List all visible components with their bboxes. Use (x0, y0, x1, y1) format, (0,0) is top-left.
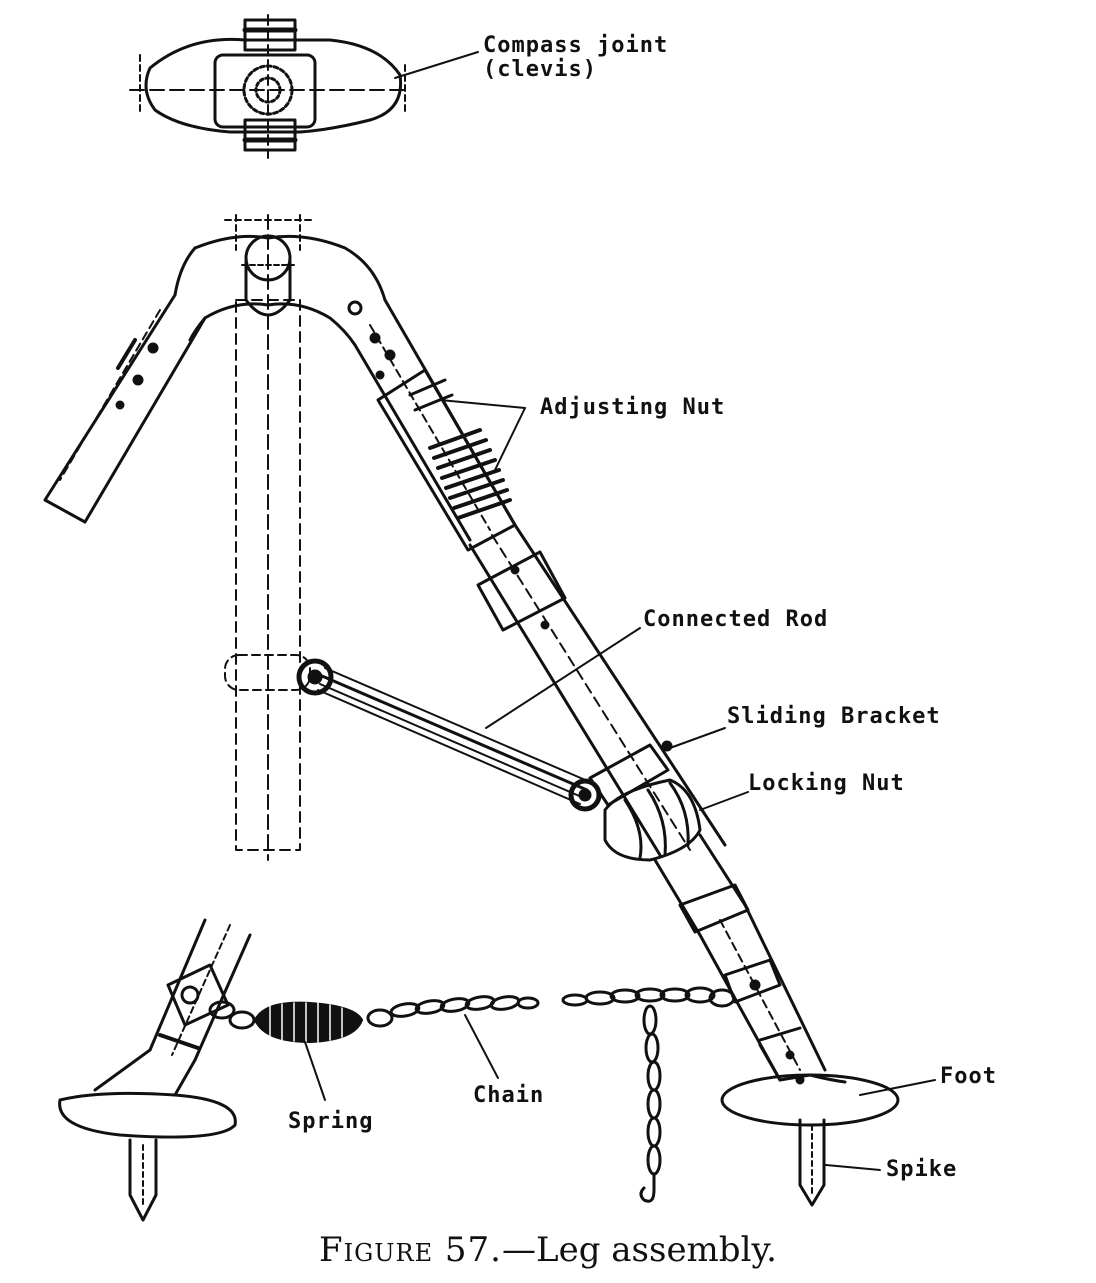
right-foot (720, 1043, 936, 1207)
right-leg (353, 298, 827, 1085)
connected-rod (296, 627, 641, 812)
left-foot (58, 918, 252, 1222)
compass-joint-clevis (129, 14, 479, 159)
compass-joint-label: Compass joint (clevis) (483, 33, 669, 83)
locking-nut-label: Locking Nut (748, 771, 905, 796)
figure-number: Figure 57. (319, 1230, 502, 1270)
spring-and-chain (208, 986, 736, 1203)
connected-rod-label: Connected Rod (643, 607, 829, 632)
chain-label: Chain (473, 1083, 545, 1108)
tripod-head (173, 214, 387, 861)
figure-title: —Leg assembly. (502, 1230, 777, 1270)
spike-label: Spike (886, 1157, 958, 1182)
adjusting-nut-label: Adjusting Nut (540, 395, 726, 420)
sliding-bracket-label: Sliding Bracket (727, 704, 941, 729)
foot-label: Foot (940, 1064, 997, 1089)
figure-caption: Figure 57.—Leg assembly. (0, 1230, 1096, 1270)
compass-joint-label-line1: Compass joint (483, 33, 669, 58)
left-leg-upper (43, 293, 207, 524)
spring-label: Spring (288, 1109, 374, 1134)
compass-joint-label-line2: (clevis) (483, 57, 597, 83)
